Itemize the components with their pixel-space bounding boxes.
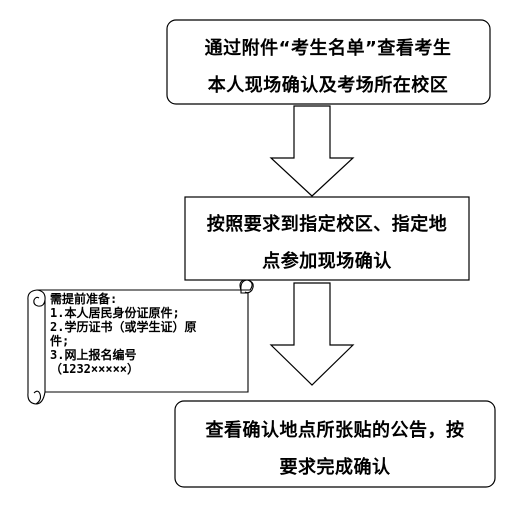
step1-line1: 通过附件“考生名单”查看考生 bbox=[204, 38, 452, 59]
step1-text: 通过附件“考生名单”查看考生 本人现场确认及考场所在校区 bbox=[168, 30, 488, 104]
step2-line1: 按照要求到指定校区、指定地 bbox=[206, 214, 448, 235]
step2-line2: 点参加现场确认 bbox=[262, 251, 392, 272]
preparation-note: 需提前准备: 1.本人居民身份证原件; 2.学历证书（或学生证）原 件; 3.网… bbox=[50, 292, 246, 376]
step3-line2: 要求完成确认 bbox=[279, 457, 391, 478]
note-item: 件; bbox=[50, 334, 70, 348]
note-item: 2.学历证书（或学生证）原 bbox=[50, 320, 197, 334]
step3-line1: 查看确认地点所张贴的公告，按 bbox=[205, 420, 465, 441]
step3-text: 查看确认地点所张贴的公告，按 要求完成确认 bbox=[176, 412, 494, 486]
note-item: 1.本人居民身份证原件; bbox=[50, 306, 180, 320]
arrow-down-icon bbox=[269, 105, 355, 197]
note-item: 3.网上报名编号 bbox=[50, 348, 137, 362]
scroll-note-shape bbox=[27, 279, 254, 405]
step3-box bbox=[174, 400, 496, 488]
arrow-down-icon bbox=[269, 282, 355, 386]
note-item: （1232×××××） bbox=[50, 362, 140, 376]
step1-box bbox=[166, 19, 491, 105]
step2-box bbox=[184, 196, 470, 281]
step2-text: 按照要求到指定校区、指定地 点参加现场确认 bbox=[186, 206, 468, 280]
step1-line2: 本人现场确认及考场所在校区 bbox=[207, 75, 449, 96]
note-title: 需提前准备: bbox=[50, 292, 118, 306]
